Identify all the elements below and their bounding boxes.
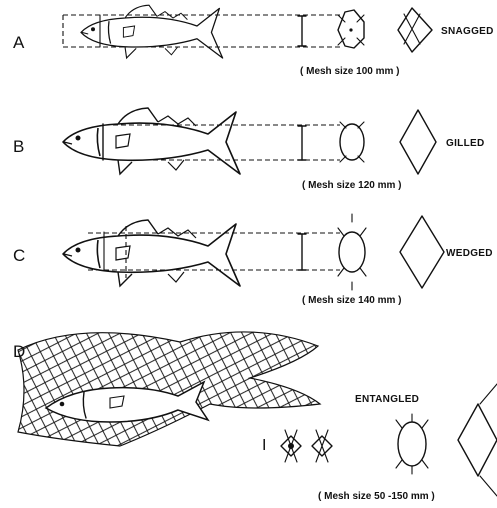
catch-label-snagged: SNAGGED — [441, 26, 494, 37]
panel-b-letter: B — [13, 137, 24, 157]
panel-d-letter: D — [13, 342, 25, 362]
panel-a-graphic — [63, 5, 432, 58]
panel-c-letter: C — [13, 246, 25, 266]
entangled-marker: I — [262, 437, 266, 455]
mesh-size-caption-c: ( Mesh size 140 mm ) — [302, 295, 401, 306]
mesh-size-caption-a: ( Mesh size 100 mm ) — [300, 66, 399, 77]
catch-label-gilled: GILLED — [446, 138, 484, 149]
panel-c-graphic — [63, 214, 444, 290]
mesh-size-caption-d: ( Mesh size 50 -150 mm ) — [318, 491, 435, 502]
catch-label-wedged: WEDGED — [446, 248, 493, 259]
panel-b-graphic — [63, 108, 436, 174]
catch-label-entangled: ENTANGLED — [355, 394, 419, 405]
panel-d-graphic — [18, 332, 497, 496]
panel-a-letter: A — [13, 33, 24, 53]
mesh-size-caption-b: ( Mesh size 120 mm ) — [302, 180, 401, 191]
